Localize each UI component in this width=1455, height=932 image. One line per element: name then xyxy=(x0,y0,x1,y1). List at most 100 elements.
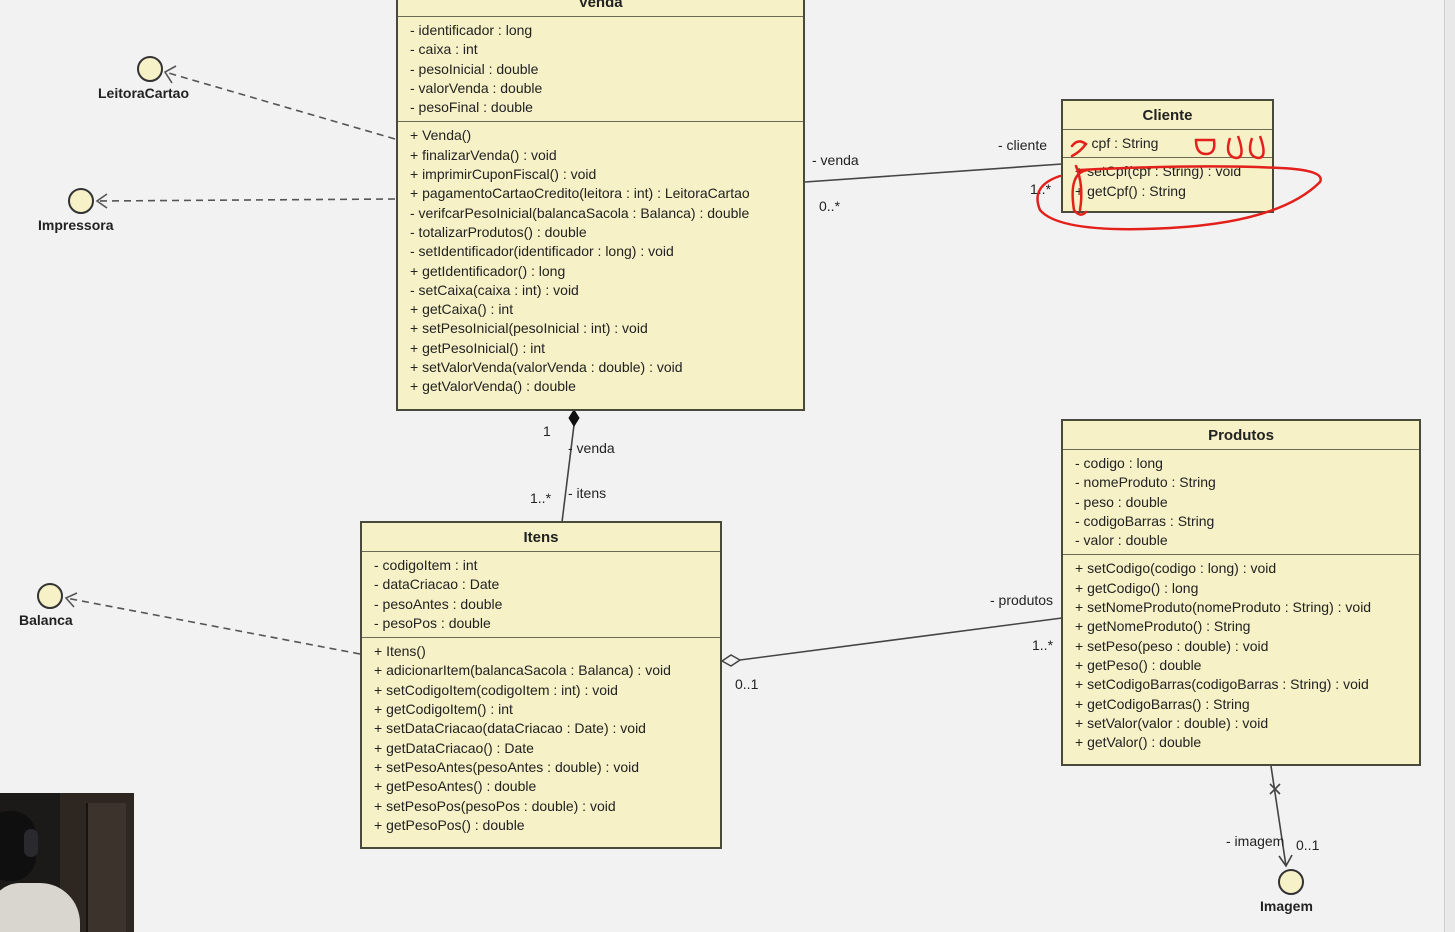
method-row: + getCodigoItem() : int xyxy=(374,701,513,718)
role-label-imagem: - imagem xyxy=(1226,833,1285,849)
attribute-row: - cpf : String xyxy=(1083,135,1159,151)
dependency-impressora xyxy=(96,198,396,202)
interface-imagem-circle xyxy=(1278,869,1304,895)
method-row: + setPesoPos(pesoPos : double) : void xyxy=(374,797,616,814)
method-row: + imprimirCuponFiscal() : void xyxy=(410,166,597,183)
method-row: + getValor() : double xyxy=(1075,734,1202,751)
class-title: Itens xyxy=(362,523,720,552)
attribute-row: - valorVenda : double xyxy=(410,79,543,96)
webcam-background xyxy=(86,803,126,932)
attribute-row: - identificador : long xyxy=(410,22,533,38)
method-row: - totalizarProdutos() : double xyxy=(410,223,587,240)
method-row: + getNomeProduto() : String xyxy=(1075,618,1251,635)
class-title: Venda xyxy=(398,0,803,17)
method-row: + getCodigo() : long xyxy=(1075,579,1199,596)
method-row: + setCodigoBarras(codigoBarras : String)… xyxy=(1075,676,1369,693)
role-label-venda: - venda xyxy=(812,152,859,168)
method-row: + getValorVenda() : double xyxy=(410,378,576,395)
aggregation-diamond xyxy=(720,654,742,667)
methods-section: + Venda() + finalizarVenda() : void + impr… xyxy=(398,121,803,400)
annotation-stroke xyxy=(1226,135,1243,160)
methods-section: + setCodigo(codigo : long) : void + getCo… xyxy=(1063,554,1419,756)
annotation-stroke xyxy=(1248,135,1265,160)
method-row: - verifcarPesoInicial(balancaSacola : Ba… xyxy=(410,204,750,221)
annotation-stroke xyxy=(1194,138,1216,156)
class-venda[interactable]: Venda - identificador : long - caixa : in… xyxy=(396,0,805,411)
scrollbar[interactable] xyxy=(1444,0,1455,932)
methods-section: + Itens()+ adicionarItem(balancaSacola :… xyxy=(362,637,720,839)
attribute-row: - pesoFinal : double xyxy=(410,99,533,116)
method-row: + setNomeProduto(nomeProduto : String) :… xyxy=(1075,599,1372,616)
method-row: + setValorVenda(valorVenda : double) : v… xyxy=(410,359,683,376)
class-title: Cliente xyxy=(1063,101,1272,130)
dependency-arrowhead xyxy=(95,193,108,209)
method-row: + setDataCriacao(dataCriacao : Date) : v… xyxy=(374,720,646,737)
interface-balanca-label: Balanca xyxy=(19,612,73,628)
interface-imagem-label: Imagem xyxy=(1260,898,1313,914)
association-produtos-imagem xyxy=(1270,765,1287,867)
method-row: + getIdentificador() : long xyxy=(410,262,566,279)
attribute-row: - caixa : int xyxy=(410,41,478,58)
annotation-stroke xyxy=(1071,168,1090,216)
method-row: + setValor(valor : double) : void xyxy=(1075,714,1269,731)
interface-impressora-label: Impressora xyxy=(38,217,114,233)
role-label-produtos: - produtos xyxy=(990,592,1054,608)
method-row: + finalizarVenda() : void xyxy=(410,146,557,163)
attributes-section: - cpf : String xyxy=(1063,130,1272,157)
annotation-stroke xyxy=(1036,165,1322,231)
class-produtos[interactable]: Produtos - codigo : long - nomeProduto : … xyxy=(1061,419,1421,766)
interface-impressora-circle xyxy=(68,188,94,214)
multiplicity-label: 0..1 xyxy=(735,676,759,692)
attribute-row: - nomeProduto : String xyxy=(1075,474,1216,491)
method-row: + getPeso() : double xyxy=(1075,656,1202,673)
attribute-row: - valor : double xyxy=(1075,532,1168,549)
annotation-stroke xyxy=(1070,140,1088,158)
method-row: + adicionarItem(balancaSacola : Balanca)… xyxy=(374,662,671,679)
dependency-balanca xyxy=(65,597,361,655)
method-row: - setIdentificador(identificador : long)… xyxy=(410,243,674,260)
class-itens[interactable]: Itens - codigoItem : int- dataCriacao : … xyxy=(360,521,722,849)
multiplicity-label: 1..* xyxy=(530,490,552,506)
attribute-row: - pesoAntes : double xyxy=(374,595,503,612)
multiplicity-label: 0..1 xyxy=(1296,837,1320,853)
annotation-stroke xyxy=(1074,164,1083,212)
attribute-row: - pesoInicial : double xyxy=(410,60,539,77)
attribute-row: - peso : double xyxy=(1075,493,1168,510)
multiplicity-label: 0..* xyxy=(819,198,841,214)
method-row: + getCpf() : String xyxy=(1075,182,1186,199)
multiplicity-label: 1..* xyxy=(1032,637,1054,653)
class-title: Produtos xyxy=(1063,421,1419,450)
multiplicity-label: 1 xyxy=(543,423,551,439)
association-venda-cliente xyxy=(804,163,1063,183)
dependency-leitora xyxy=(164,71,396,140)
composition-venda-itens xyxy=(561,424,575,523)
method-row: + setCodigoItem(codigoItem : int) : void xyxy=(374,681,618,698)
non-navigable-x xyxy=(1269,783,1281,795)
attribute-row: - codigo : long xyxy=(1075,455,1163,471)
method-row: + getCodigoBarras() : String xyxy=(1075,695,1250,712)
attribute-row: - codigoItem : int xyxy=(374,557,478,573)
navigable-arrowhead xyxy=(1278,854,1293,868)
attributes-section: - codigoItem : int- dataCriacao : Date- … xyxy=(362,552,720,637)
interface-balanca-circle xyxy=(37,583,63,609)
role-label-itens: - itens xyxy=(568,485,607,501)
webcam-overlay xyxy=(0,793,134,932)
method-row: + getDataCriacao() : Date xyxy=(374,739,534,756)
method-row: + getPesoAntes() : double xyxy=(374,778,537,795)
attributes-section: - identificador : long - caixa : int - pes… xyxy=(398,17,803,121)
method-row: + Venda() xyxy=(410,127,472,144)
method-row: + setPesoInicial(pesoInicial : int) : vo… xyxy=(410,320,648,337)
dependency-arrowhead xyxy=(64,592,78,608)
attribute-row: - codigoBarras : String xyxy=(1075,512,1215,529)
dependency-arrowhead xyxy=(163,65,177,84)
method-row: + pagamentoCartaoCredito(leitora : int) … xyxy=(410,185,750,202)
method-row: + setCodigo(codigo : long) : void xyxy=(1075,560,1277,577)
interface-leitora-circle xyxy=(137,56,163,82)
method-row: + getCaixa() : int xyxy=(410,301,514,318)
method-row: + setPeso(peso : double) : void xyxy=(1075,637,1269,654)
method-row: + getPesoPos() : double xyxy=(374,816,525,833)
interface-leitora-label: LeitoraCartao xyxy=(98,85,190,101)
class-cliente[interactable]: Cliente - cpf : String + setCpf(cpf : St… xyxy=(1061,99,1274,213)
